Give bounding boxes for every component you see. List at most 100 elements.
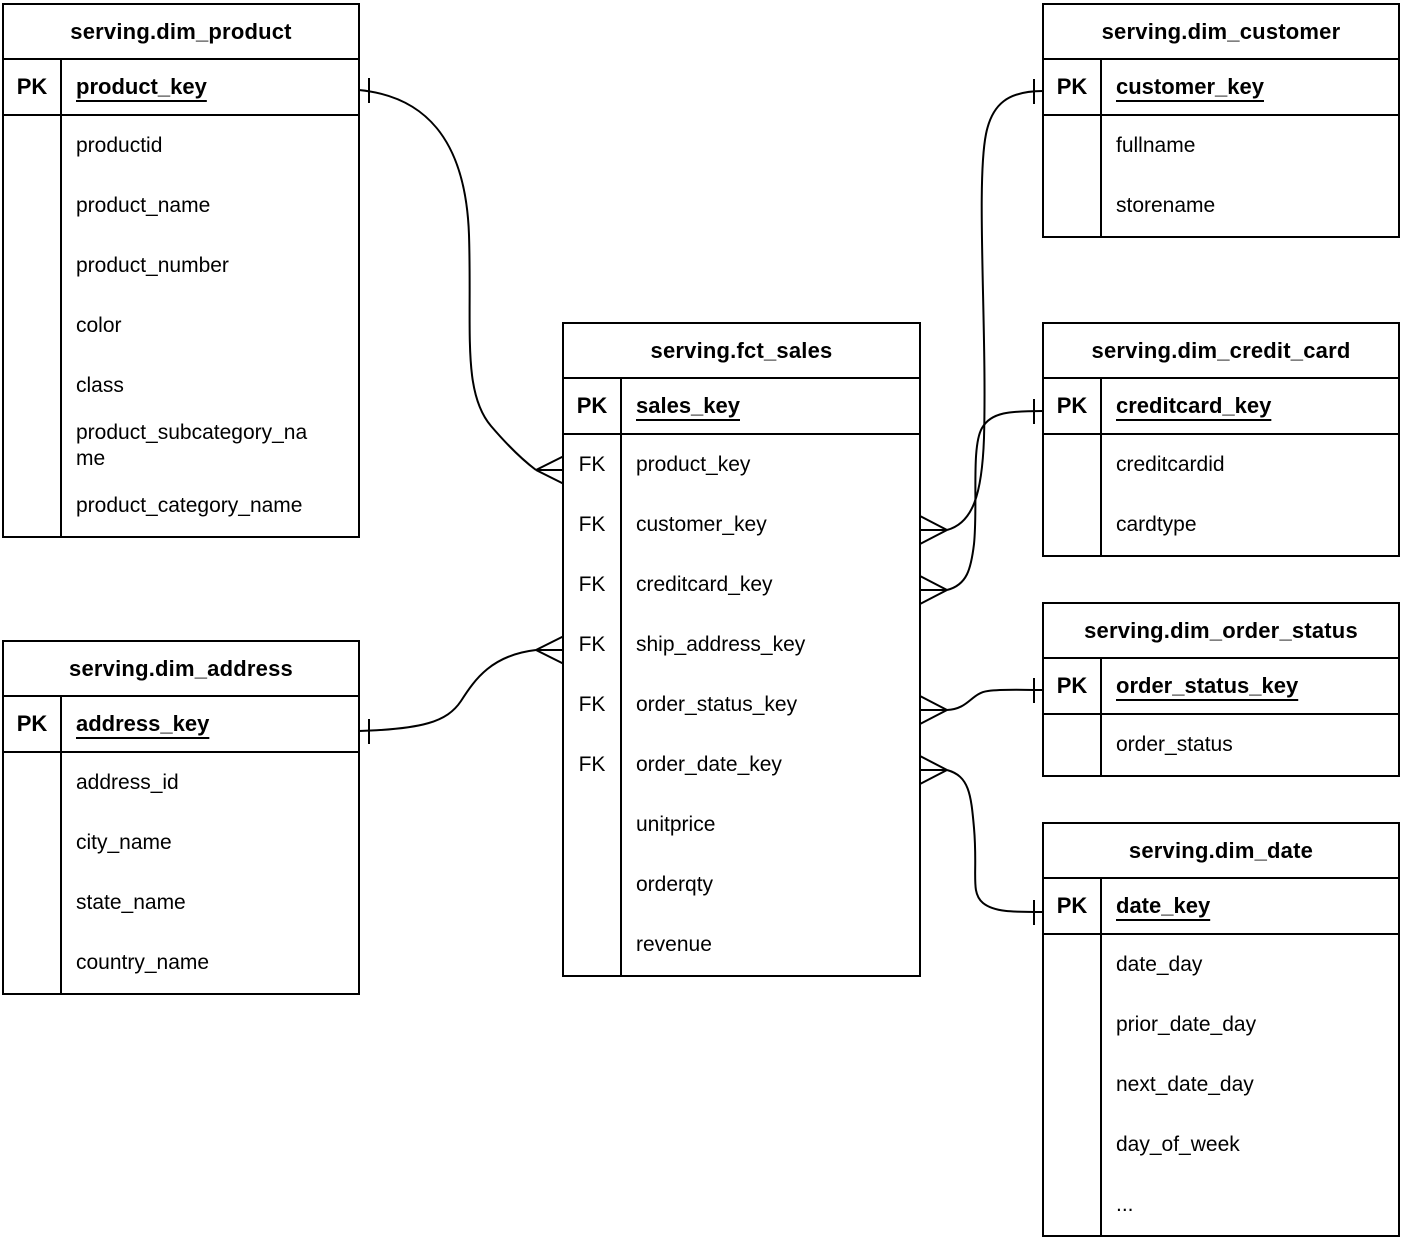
fk-label: FK xyxy=(564,435,622,495)
pk-field-name: creditcard_key xyxy=(1116,393,1272,418)
key-cell xyxy=(4,476,62,536)
field-name: prior_date_day xyxy=(1116,1013,1257,1036)
field-name: class xyxy=(76,374,124,397)
key-cell xyxy=(4,416,62,476)
field-row: product_subcategory_name xyxy=(4,416,358,476)
field-row: FK ship_address_key xyxy=(564,615,919,675)
table-title: serving.dim_address xyxy=(4,642,358,697)
field-row: FK order_status_key xyxy=(564,675,919,735)
field-row: product_category_name xyxy=(4,476,358,536)
key-cell xyxy=(1044,995,1102,1055)
field-row: creditcardid xyxy=(1044,435,1398,495)
pk-label: PK xyxy=(1044,879,1102,933)
field-name: color xyxy=(76,314,122,337)
field-row: product_number xyxy=(4,236,358,296)
field-name: product_key xyxy=(636,453,751,476)
key-cell xyxy=(1044,1115,1102,1175)
field-name: ... xyxy=(1116,1193,1134,1216)
pk-field-name: sales_key xyxy=(636,393,740,418)
field-name: product_category_name xyxy=(76,494,303,517)
field-name: order_status_key xyxy=(636,693,798,716)
field-row: next_date_day xyxy=(1044,1055,1398,1115)
connector-line xyxy=(946,769,1044,913)
pk-field-name: date_key xyxy=(1116,893,1211,918)
table-serving-dim-customer: serving.dim_customer PK customer_key ful… xyxy=(1042,3,1400,238)
pk-label: PK xyxy=(4,697,62,751)
connector-fct-sales-to-dim-customer xyxy=(919,79,1044,545)
key-cell xyxy=(1044,176,1102,236)
table-serving-dim-date: serving.dim_date PK date_key date_day pr… xyxy=(1042,822,1400,1237)
crow-foot-icon xyxy=(535,455,565,485)
connector-fct-sales-to-dim-credit-card xyxy=(919,399,1044,605)
field-row: day_of_week xyxy=(1044,1115,1398,1175)
field-name: address_id xyxy=(76,771,179,794)
connector-fct-sales-to-dim-date xyxy=(919,755,1044,925)
key-cell xyxy=(4,873,62,933)
pk-label: PK xyxy=(1044,60,1102,114)
fk-label: FK xyxy=(564,675,622,735)
field-name: fullname xyxy=(1116,134,1196,157)
field-name: unitprice xyxy=(636,813,716,836)
connector-fct-sales-to-dim-order-status xyxy=(919,678,1044,725)
field-row: color xyxy=(4,296,358,356)
field-row: orderqty xyxy=(564,855,919,915)
pk-label: PK xyxy=(1044,379,1102,433)
field-name: next_date_day xyxy=(1116,1073,1254,1096)
key-cell xyxy=(1044,116,1102,176)
field-name: date_day xyxy=(1116,953,1203,976)
crow-foot-icon xyxy=(919,755,948,785)
key-cell xyxy=(1044,1175,1102,1235)
field-row: prior_date_day xyxy=(1044,995,1398,1055)
pk-row: PK sales_key xyxy=(564,379,919,435)
field-row: date_day xyxy=(1044,935,1398,995)
key-cell xyxy=(4,236,62,296)
field-row: state_name xyxy=(4,873,358,933)
field-name: city_name xyxy=(76,831,172,854)
pk-field-name: product_key xyxy=(76,74,207,99)
key-cell xyxy=(4,356,62,416)
table-title: serving.dim_credit_card xyxy=(1044,324,1398,379)
key-cell xyxy=(4,933,62,993)
pk-label: PK xyxy=(1044,659,1102,713)
fk-label: FK xyxy=(564,495,622,555)
pk-row: PK date_key xyxy=(1044,879,1398,935)
pk-row: PK creditcard_key xyxy=(1044,379,1398,435)
connector-line xyxy=(946,90,1044,531)
field-row: revenue xyxy=(564,915,919,975)
table-title: serving.dim_customer xyxy=(1044,5,1398,60)
field-name: ship_address_key xyxy=(636,633,806,656)
field-name: product_number xyxy=(76,254,229,277)
key-cell xyxy=(4,813,62,873)
crow-foot-icon xyxy=(919,515,948,545)
crow-foot-icon xyxy=(919,575,948,605)
connector-line xyxy=(946,688,1044,711)
field-name: order_date_key xyxy=(636,753,782,776)
key-cell xyxy=(564,795,622,855)
field-name: storename xyxy=(1116,194,1216,217)
field-name: orderqty xyxy=(636,873,714,896)
key-cell xyxy=(4,176,62,236)
field-row: city_name xyxy=(4,813,358,873)
field-name: productid xyxy=(76,134,163,157)
pk-row: PK address_key xyxy=(4,697,358,753)
key-cell xyxy=(4,296,62,356)
field-row: FK product_key xyxy=(564,435,919,495)
pk-row: PK customer_key xyxy=(1044,60,1398,116)
table-serving-dim-product: serving.dim_product PK product_key produ… xyxy=(2,3,360,538)
field-name: day_of_week xyxy=(1116,1133,1240,1156)
table-title: serving.fct_sales xyxy=(564,324,919,379)
field-row: cardtype xyxy=(1044,495,1398,555)
key-cell xyxy=(1044,1055,1102,1115)
field-row: country_name xyxy=(4,933,358,993)
key-cell xyxy=(564,855,622,915)
field-name: product_subcategory_name xyxy=(76,421,308,470)
table-title: serving.dim_product xyxy=(4,5,358,60)
pk-row: PK order_status_key xyxy=(1044,659,1398,715)
key-cell xyxy=(564,915,622,975)
table-serving-fct-sales: serving.fct_sales PK sales_key FK produc… xyxy=(562,322,921,977)
fk-label: FK xyxy=(564,735,622,795)
table-title: serving.dim_order_status xyxy=(1044,604,1398,659)
field-name: state_name xyxy=(76,891,186,914)
connector-line xyxy=(358,89,537,471)
